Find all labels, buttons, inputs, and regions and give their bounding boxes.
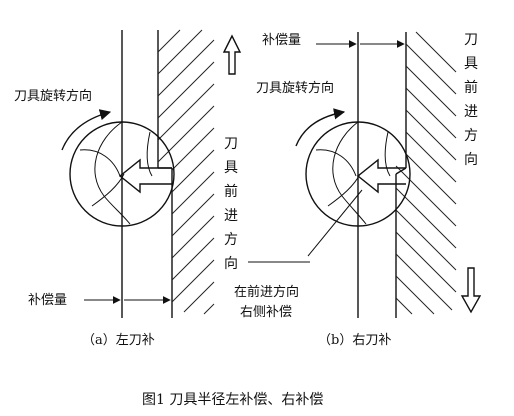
svg-text:前: 前: [224, 183, 238, 200]
leader-line-b: [307, 189, 363, 257]
svg-text:进: 进: [464, 104, 478, 120]
rotation-label-a: 刀具旋转方向: [14, 88, 92, 104]
svg-text:向: 向: [224, 256, 238, 272]
side-label-b-line2: 右侧补偿: [240, 305, 292, 320]
caption-b: （b）右刀补: [318, 333, 391, 348]
panel-b: 刀具旋转方向 补偿量 刀 具 前 进 方 向 在前进方向 右侧补偿 （b）右刀补: [234, 31, 482, 348]
svg-text:具: 具: [224, 160, 238, 176]
workpiece-hatching-a: [157, 29, 215, 315]
svg-text:方: 方: [224, 232, 238, 248]
cutter-a: [69, 121, 175, 227]
caption-a: （a）左刀补: [82, 333, 155, 348]
workpiece-hatching-b: [395, 31, 457, 315]
svg-text:向: 向: [464, 152, 478, 168]
rotation-arrow-a: [61, 109, 112, 151]
advance-direction-label-a: 刀 具 前 进 方 向: [224, 136, 238, 272]
svg-text:方: 方: [464, 128, 478, 144]
figure-title: 图1 刀具半径左补偿、右补偿: [142, 392, 323, 408]
offset-label-b: 补偿量: [262, 33, 301, 48]
rotation-label-b: 刀具旋转方向: [256, 80, 334, 96]
svg-text:具: 具: [464, 56, 478, 72]
svg-text:进: 进: [224, 208, 238, 224]
side-label-b-line1: 在前进方向: [234, 284, 299, 300]
svg-text:刀: 刀: [464, 32, 478, 48]
down-arrow-icon: [460, 267, 482, 314]
advance-direction-label-b: 刀 具 前 进 方 向: [464, 32, 478, 168]
panel-a: 刀具旋转方向 刀 具 前 进 方 向 补偿量 （a）左刀补: [14, 29, 242, 348]
svg-text:前: 前: [464, 79, 478, 96]
svg-text:刀: 刀: [224, 136, 238, 152]
cutter-b: [305, 121, 411, 227]
rotation-arrow-b: [295, 108, 346, 147]
offset-label-a: 补偿量: [28, 293, 67, 308]
up-arrow-icon: [222, 34, 242, 75]
